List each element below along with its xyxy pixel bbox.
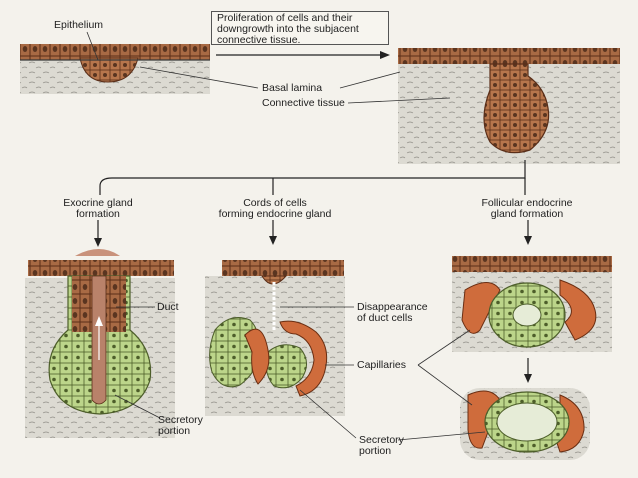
leader-secretory-mid [299,389,357,439]
leader-secretory-left [114,394,161,419]
leader-lines-capillaries [397,329,486,441]
arrow-right-icon [216,51,390,59]
label-cords-of-cells: Cords of cells forming endocrine gland [218,197,332,220]
capillary [559,279,597,341]
endocrine-cords [205,260,345,416]
capillary [461,282,501,334]
epithelial-downgrowth [398,48,620,164]
leader-basal-right [339,71,401,89]
exocrine-gland [25,249,175,438]
leader-connective [347,97,451,104]
epithelium-initial [20,44,210,94]
epithelial-bud [79,57,139,83]
cell-downgrowth [483,63,550,154]
arrow-down-icon [94,220,102,247]
leader-lines-exocrine [114,306,161,419]
label-basal-lamina: Basal lamina [262,82,323,94]
follicle-early [452,256,612,352]
label-epithelium: Epithelium [54,19,104,31]
follicle-colloid [496,402,558,442]
leader-capillaries-top [417,329,471,366]
epithelium-layer-right [398,48,620,64]
arrow-down-icon [524,220,532,245]
label-capillaries: Capillaries [357,359,407,371]
leader-epithelium [86,31,99,61]
cell-cord [265,344,307,389]
leader-capillaries-bottom [417,364,473,406]
leader-lines-cords [280,306,357,439]
follicle-mature [460,388,590,460]
epithelium-layer [20,44,210,60]
label-exocrine-formation: Exocrine gland formation [63,197,133,220]
branch-connector [99,160,526,195]
epithelium-cords [222,260,344,276]
capillary [244,328,270,385]
leader-lines-top [86,31,451,104]
label-connective-tissue: Connective tissue [262,97,345,109]
label-secretory-portion-left: Secretory portion [158,414,203,437]
label-proliferation: Proliferation of cells and their downgro… [211,11,389,46]
epithelium-follicle [452,256,612,272]
label-follicular-formation: Follicular endocrine gland formation [481,197,573,220]
leader-secretory-follicle [397,431,486,441]
leader-basal-left [139,66,259,89]
capillary [279,320,328,397]
label-secretory-portion-mid: Secretory portion [359,434,404,457]
arrow-down-icon [524,358,532,383]
arrow-down-icon [269,220,277,245]
label-duct: Duct [157,301,179,313]
follicle-lumen [512,303,542,327]
epithelium-exocrine [28,260,174,276]
label-disappearance: Disappearance of duct cells [357,301,428,324]
